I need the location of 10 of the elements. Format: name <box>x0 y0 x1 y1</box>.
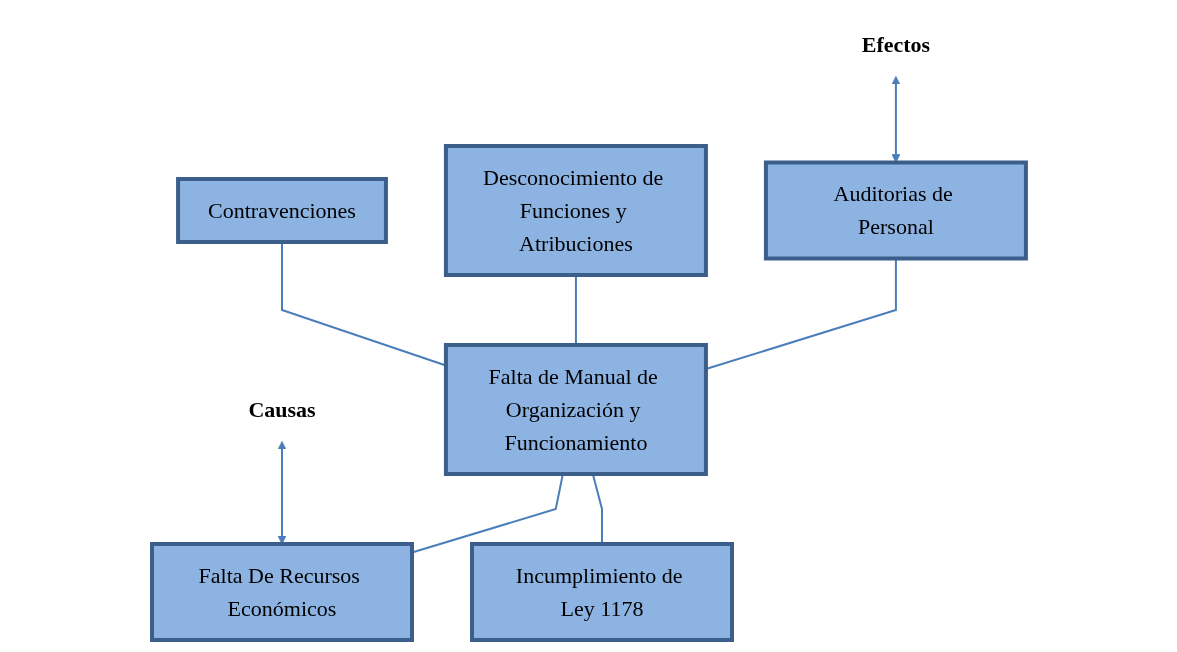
node-text: Causas <box>247 396 316 422</box>
node-box: Incumplimiento de Ley 1178 <box>469 541 734 642</box>
arrow <box>891 75 900 163</box>
node-box: Contravenciones <box>175 176 388 244</box>
node-text: Efectos <box>861 31 930 57</box>
arrow <box>277 440 286 544</box>
node-box: Falta De Recursos Económicos <box>149 541 414 642</box>
node-box: Falta de Manual de Organización y Funcionamiento <box>443 342 708 476</box>
node-box: Auditorias de Personal <box>763 160 1028 260</box>
node-box: Desconocimiento de Funciones y Atribuciones <box>443 143 708 277</box>
